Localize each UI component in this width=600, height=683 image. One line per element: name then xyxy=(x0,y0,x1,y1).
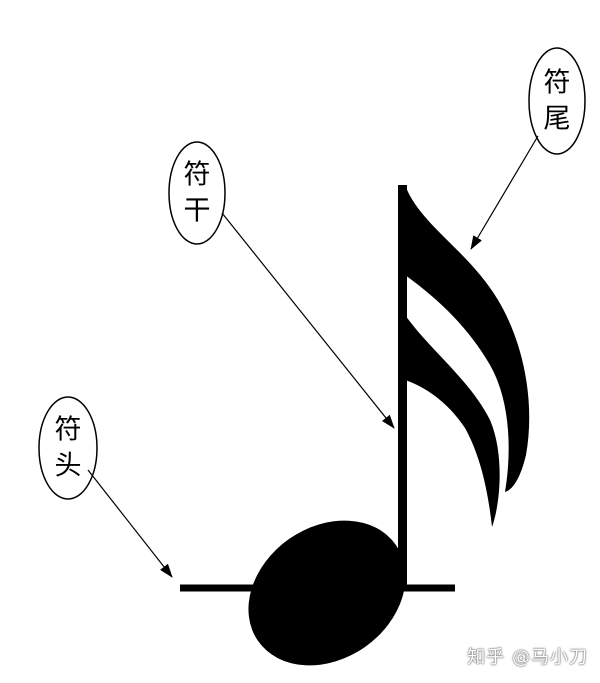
arrow-to-stem xyxy=(221,212,395,429)
label-stem-char-1: 符 xyxy=(184,160,211,191)
label-note-head-char-2: 头 xyxy=(55,451,82,482)
note-head xyxy=(248,520,406,666)
label-note-head: 符 头 xyxy=(38,396,98,500)
label-flag: 符 尾 xyxy=(528,47,586,155)
arrow-to-note-head xyxy=(87,469,173,578)
note-flag-lower xyxy=(405,315,500,527)
label-flag-char-2: 尾 xyxy=(544,104,571,135)
watermark: 知乎 @马小刀 xyxy=(467,647,588,668)
arrow-to-flag xyxy=(470,135,539,250)
label-flag-char-1: 符 xyxy=(544,68,571,99)
note-flag-upper xyxy=(405,185,530,492)
label-stem-char-2: 干 xyxy=(184,196,211,227)
label-note-head-char-1: 符 xyxy=(55,415,82,446)
note-stem xyxy=(398,185,407,585)
label-stem: 符 干 xyxy=(168,141,226,245)
